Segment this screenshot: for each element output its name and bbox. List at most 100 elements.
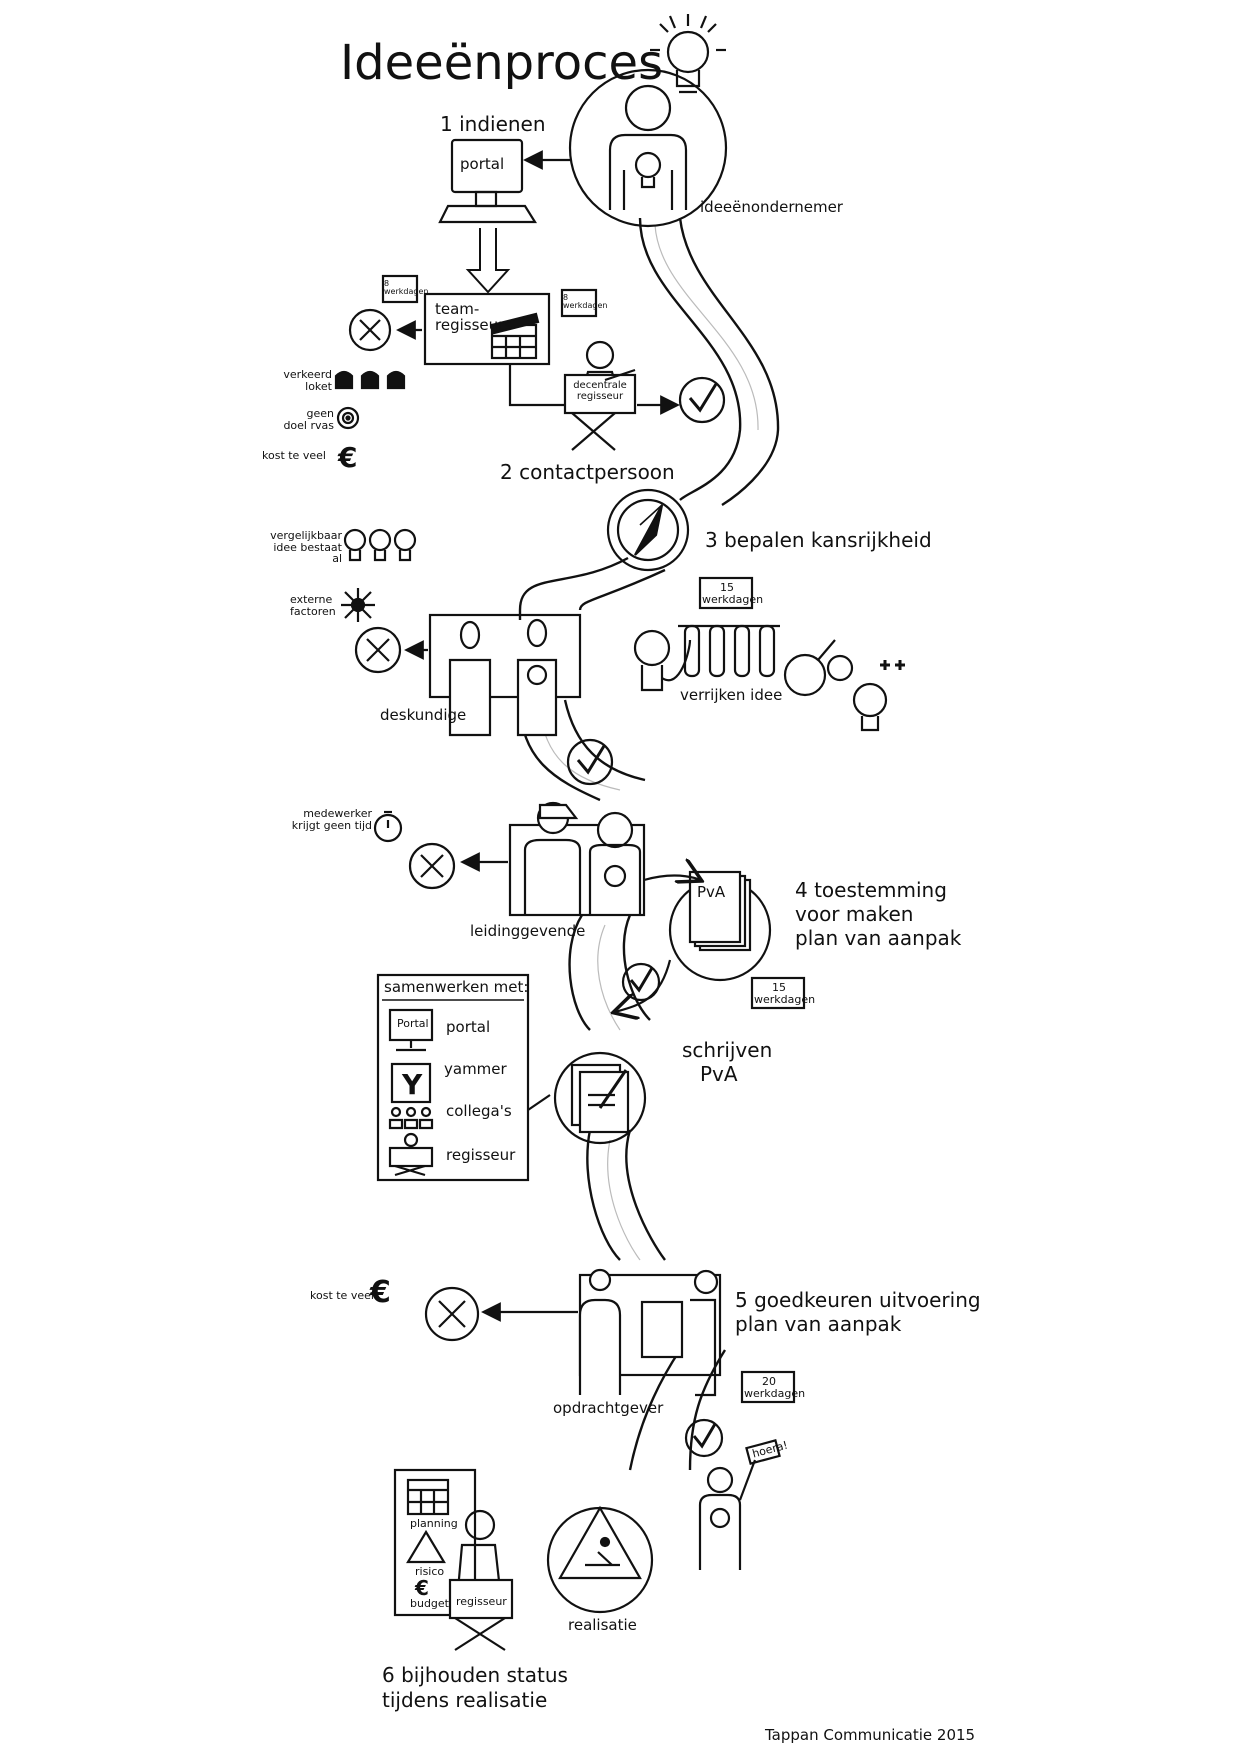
- step5w-label-1: schrijven: [682, 1038, 773, 1062]
- collab-collegas: collega's: [446, 1102, 512, 1120]
- reject-icon: [348, 308, 392, 352]
- celebrating-person-icon: [698, 1439, 781, 1570]
- winding-road: [518, 217, 780, 1471]
- stopwatch-icon: [373, 810, 403, 843]
- board-planning: planning: [410, 1517, 458, 1530]
- client-persons: [578, 1268, 719, 1397]
- computer-icon: [438, 138, 537, 224]
- reject-icon: [424, 1286, 480, 1342]
- pva-doc-label: PvA: [697, 883, 726, 901]
- check-icon: [678, 376, 726, 424]
- planning-calendar-icon: [406, 1478, 450, 1516]
- portal-screen-label: Portal: [397, 1017, 429, 1030]
- regisseur-seated-icon: [448, 1509, 514, 1651]
- calendar-icon-s4: [750, 976, 806, 1010]
- step4-label-3: plan van aanpak: [795, 926, 962, 950]
- write-pva-circle: [553, 1051, 647, 1145]
- collaborate-title: samenwerken met:: [384, 978, 529, 996]
- manager-persons: [523, 801, 642, 915]
- board-regisseur: regisseur: [456, 1595, 507, 1608]
- step6-group: €: [393, 1439, 781, 1651]
- realisatie-label: realisatie: [568, 1616, 637, 1634]
- step4-group: [373, 801, 806, 1012]
- step2-label: 2 contactpersoon: [500, 460, 675, 484]
- entrepreneur-circle: [568, 68, 728, 228]
- calendar-icon-right: [560, 288, 598, 318]
- expert-label: deskundige: [380, 706, 467, 724]
- board-budget: budget: [410, 1597, 449, 1610]
- tombstone-icons: [334, 370, 406, 390]
- entrepreneur-label: ideeënondernemer: [700, 198, 843, 216]
- euro-icon: €: [337, 441, 357, 474]
- credit-line: Tappan Communicatie 2015: [765, 1726, 976, 1744]
- decentral-label: decentrale regisseur: [573, 380, 627, 402]
- warning-icon: [406, 1529, 446, 1564]
- yammer-icon: [390, 1062, 432, 1104]
- step4-label-2: voor maken: [795, 902, 914, 926]
- check-icon: [621, 962, 661, 1002]
- clapperboard-icon: [490, 312, 540, 360]
- step1-group: [438, 14, 728, 294]
- reason-s5-kost: kost te veel: [310, 1289, 374, 1302]
- entrepreneur-person: [608, 84, 688, 210]
- reject-icon: [354, 626, 402, 674]
- calendar-icon-left: [381, 274, 419, 304]
- realisatie-circle: [546, 1506, 654, 1614]
- badge-s4: 15 werkdagen: [754, 981, 816, 1006]
- director-chair-icon: [563, 340, 637, 451]
- step4-label-1: 4 toestemming: [795, 878, 947, 902]
- pva-documents: [688, 870, 752, 952]
- step6-label-2: tijdens realisatie: [382, 1688, 548, 1712]
- team-box: [423, 292, 551, 366]
- euro-icon: €: [414, 1576, 429, 1600]
- manager-box: [508, 823, 646, 917]
- enrich-label: verrijken idee: [680, 686, 783, 704]
- step6-label-1: 6 bijhouden status: [382, 1663, 568, 1687]
- collab-portal: portal: [446, 1018, 491, 1036]
- step5-label-1: 5 goedkeuren uitvoering: [735, 1288, 981, 1312]
- target-icon: [336, 406, 360, 430]
- check-icon: [566, 738, 614, 786]
- portal-icon: [388, 1008, 434, 1052]
- collaborate-box: [376, 973, 530, 1182]
- portal-label: portal: [460, 155, 505, 173]
- client-label: opdrachtgever: [553, 1399, 664, 1417]
- status-board: [393, 1468, 477, 1617]
- step2-group: €: [334, 274, 726, 474]
- regisseur-chair-icon: [388, 1132, 434, 1177]
- reject-icon: [408, 842, 456, 890]
- calendar-icon-s5: [740, 1370, 796, 1404]
- euro-icon: €: [369, 1275, 391, 1310]
- enrich-icons: [633, 624, 905, 732]
- collab-regisseur: regisseur: [446, 1146, 516, 1164]
- reason-geen-doel: geen doel rvas: [283, 407, 334, 432]
- step3-label: 3 bepalen kansrijkheid: [705, 528, 932, 552]
- board-risico: risico: [415, 1565, 445, 1578]
- pva-writing-icon: [570, 1063, 630, 1134]
- bulb-icons: [343, 528, 417, 562]
- yammer-letter: Y: [402, 1068, 423, 1101]
- lightbulb-icon: [650, 14, 726, 94]
- compass-icon: [606, 488, 690, 572]
- calendar-icon-s3: [698, 576, 754, 610]
- check-icon: [684, 1418, 724, 1458]
- badge-s3: 15 werkdagen: [702, 581, 764, 606]
- step3-group: [341, 488, 905, 786]
- manager-label: leidinggevende: [470, 922, 586, 940]
- reason-medewerker: medewerker krijgt geen tijd: [291, 807, 372, 832]
- step5-group: €: [369, 1268, 796, 1458]
- badge-left: 8 werkdagen: [384, 279, 429, 297]
- step5w-group: [376, 973, 647, 1182]
- badge-s5: 20 werkdagen: [744, 1375, 806, 1400]
- collab-yammer: yammer: [444, 1060, 507, 1078]
- colleagues-icon: [388, 1106, 434, 1130]
- construction-sign-icon: [558, 1505, 642, 1580]
- team-label: team-regisseurs: [435, 300, 513, 334]
- reason-externe: externe factoren: [290, 593, 336, 618]
- step5w-label-2: PvA: [700, 1062, 738, 1086]
- reason-vergelijkbaar: vergelijkbaar idee bestaat al: [270, 529, 342, 566]
- badge-right: 8 werkdagen: [563, 293, 608, 311]
- page-title: Ideeënproces: [340, 35, 664, 91]
- reason-kost-te-veel: kost te veel: [262, 449, 326, 462]
